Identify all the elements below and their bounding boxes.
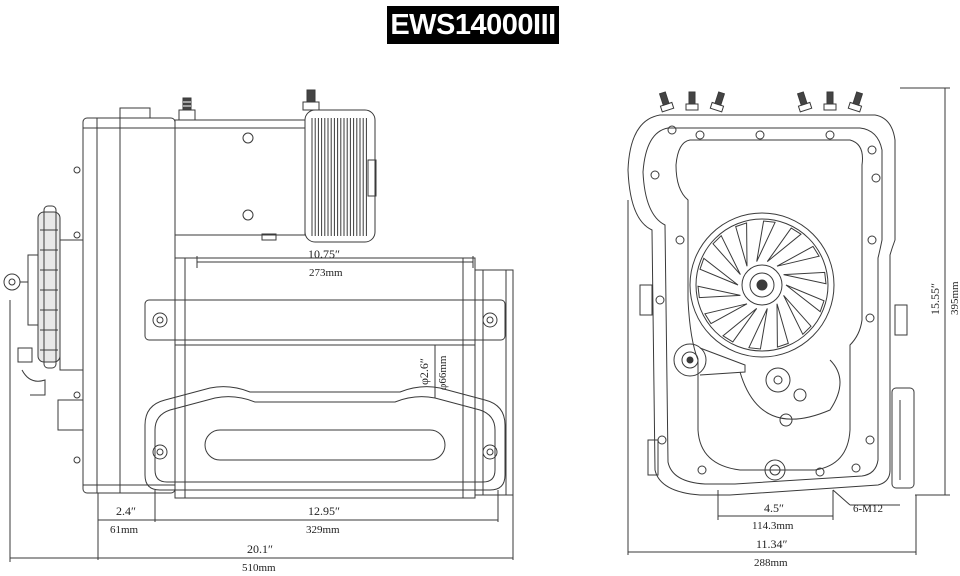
- end-height-mm: 395mm: [949, 281, 960, 315]
- offset-mm: 61mm: [110, 524, 139, 536]
- fan-blade: [722, 308, 758, 343]
- dim-drum-length: [196, 256, 474, 268]
- end-width-in: 11.34″: [756, 537, 788, 551]
- dim-bottom: [9, 300, 514, 562]
- fan-blade: [785, 284, 825, 313]
- bolt-head: [697, 465, 707, 475]
- terminal-stud: [823, 91, 837, 111]
- bolt-head: [695, 130, 705, 140]
- drum-dia-in: φ2.6″: [417, 358, 431, 385]
- terminal-stud: [847, 91, 864, 113]
- clutch-lever: [673, 343, 746, 377]
- bolt-head: [851, 463, 861, 473]
- total-in: 20.1″: [247, 542, 273, 556]
- fan-blade: [735, 222, 748, 267]
- bolt-head: [657, 435, 667, 445]
- bolt-head: [815, 467, 825, 477]
- fan-blade: [766, 227, 802, 262]
- end-height-in: 15.55″: [928, 283, 942, 315]
- end-housing-outer: [627, 114, 896, 496]
- fan-blade: [712, 234, 741, 275]
- bolt-head: [871, 173, 881, 183]
- drum-length-in: 10.75″: [308, 247, 340, 261]
- fan-blade: [748, 308, 768, 350]
- total-mm: 510mm: [242, 562, 276, 574]
- bolt-head: [650, 170, 660, 180]
- motor-fan: [689, 212, 835, 358]
- motor-body: [174, 119, 306, 236]
- bolt-head: [867, 145, 877, 155]
- fan-blade: [776, 303, 789, 348]
- bolt-head: [825, 130, 835, 140]
- bolt-head: [675, 235, 685, 245]
- terminal-stud: [796, 91, 813, 113]
- fan-blade: [756, 220, 776, 262]
- tie-bar: [144, 299, 506, 341]
- bolt-head: [867, 235, 877, 245]
- bolt-head: [667, 125, 677, 135]
- bolt-head: [755, 130, 765, 140]
- end-view: [627, 87, 950, 555]
- dim-end-height: [900, 87, 950, 496]
- mount-in: 12.95″: [308, 504, 340, 518]
- drum-length-mm: 273mm: [309, 267, 343, 279]
- fan-blade: [783, 271, 827, 285]
- terminal-post-2: [302, 89, 320, 111]
- side-view: [3, 89, 514, 562]
- end-width-mm: 288mm: [754, 557, 788, 569]
- bolt-spacing-in: 4.5″: [764, 501, 784, 515]
- perimeter-bolts: [650, 125, 881, 477]
- fan-blade: [704, 303, 748, 325]
- terminal-post: [178, 97, 196, 121]
- end-housing-inner: [675, 139, 863, 471]
- terminal-stud: [709, 91, 726, 113]
- top-terminals: [658, 91, 864, 113]
- motor-end-cap: [304, 109, 376, 243]
- fairlead-guard: [144, 386, 506, 491]
- fan-blade: [776, 245, 820, 267]
- terminal-stud: [658, 91, 675, 113]
- bolt-head: [865, 435, 875, 445]
- bolt-spec: 6-M12: [853, 503, 883, 515]
- bolt-head: [865, 313, 875, 323]
- dim-end-width: [627, 200, 917, 555]
- fan-blade: [697, 285, 741, 299]
- offset-in: 2.4″: [116, 504, 136, 518]
- fan-blade: [699, 257, 739, 286]
- bolt-spacing-mm: 114.3mm: [752, 520, 794, 532]
- bolt-head: [655, 295, 665, 305]
- terminal-stud: [685, 91, 699, 111]
- fan-blade: [783, 295, 812, 336]
- drum-dia-mm: φ66mm: [437, 355, 449, 390]
- clutch-assembly: [3, 205, 84, 431]
- mount-mm: 329mm: [306, 524, 340, 536]
- motor-cooling-fins: [311, 118, 367, 236]
- dim-bolt-spacing: [717, 489, 900, 520]
- end-plate: [474, 269, 514, 496]
- model-title: EWS14000III: [387, 6, 559, 44]
